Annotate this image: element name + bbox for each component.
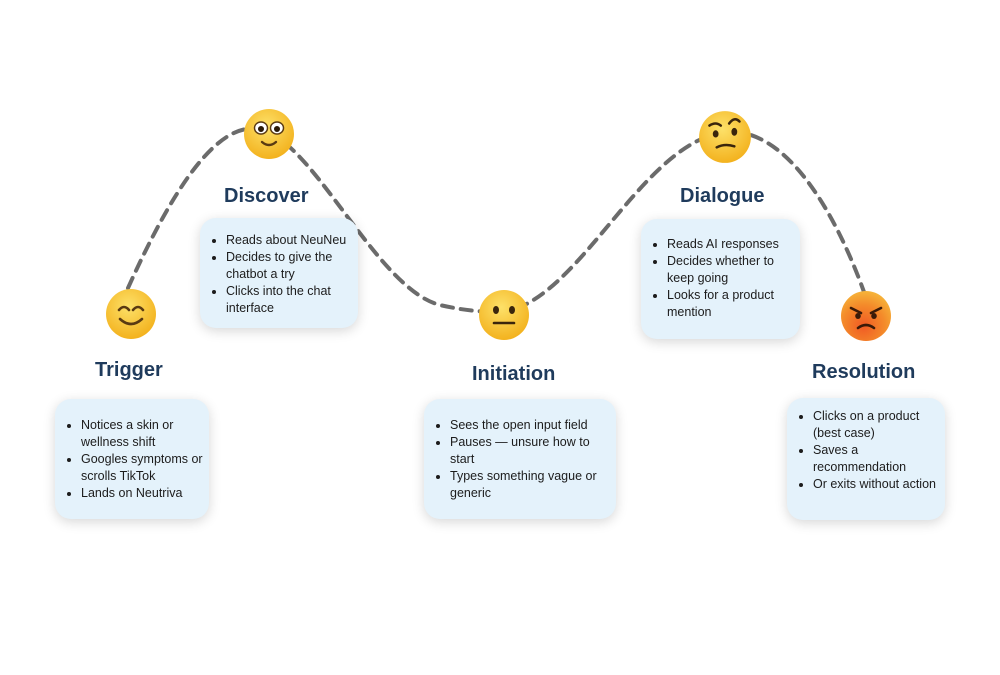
stage-title-dialogue: Dialogue — [680, 185, 765, 207]
list-item: Clicks on a product (best case) — [813, 408, 945, 442]
angry-face-icon — [841, 291, 891, 341]
list-item: Notices a skin or wellness shift — [81, 417, 209, 451]
list-item: Sees the open input field — [450, 417, 616, 434]
stage-title-initiation: Initiation — [472, 363, 556, 385]
stage-card-initiation: Sees the open input field Pauses — unsur… — [424, 399, 616, 519]
raised-eyebrow-face-icon — [699, 111, 751, 163]
smiling-face-icon — [106, 289, 156, 339]
list-item: Clicks into the chat interface — [226, 283, 358, 317]
stage-bullet-list: Clicks on a product (best case) Saves a … — [787, 408, 945, 493]
stage-card-resolution: Clicks on a product (best case) Saves a … — [787, 398, 945, 520]
stage-bullet-list: Notices a skin or wellness shift Googles… — [55, 417, 209, 502]
stage-bullet-list: Reads AI responses Decides whether to ke… — [641, 236, 800, 321]
stage-bullet-list: Sees the open input field Pauses — unsur… — [424, 417, 616, 502]
stage-title-trigger: Trigger — [95, 359, 163, 381]
list-item: Reads about NeuNeu — [226, 232, 358, 249]
list-item: Reads AI responses — [667, 236, 800, 253]
stage-card-dialogue: Reads AI responses Decides whether to ke… — [641, 219, 800, 339]
stage-title-resolution: Resolution — [812, 361, 916, 383]
neutral-face-icon — [479, 290, 529, 340]
list-item: Decides whether to keep going — [667, 253, 800, 287]
curious-wide-eyes-face-icon — [244, 109, 294, 159]
stage-card-trigger: Notices a skin or wellness shift Googles… — [55, 399, 209, 519]
list-item: Googles symptoms or scrolls TikTok — [81, 451, 209, 485]
list-item: Pauses — unsure how to start — [450, 434, 616, 468]
stage-bullet-list: Reads about NeuNeu Decides to give the c… — [200, 232, 358, 317]
list-item: Or exits without action — [813, 476, 945, 493]
list-item: Types something vague or generic — [450, 468, 616, 502]
stage-card-discover: Reads about NeuNeu Decides to give the c… — [200, 218, 358, 328]
stage-title-discover: Discover — [224, 185, 309, 207]
list-item: Lands on Neutriva — [81, 485, 209, 502]
list-item: Decides to give the chatbot a try — [226, 249, 358, 283]
list-item: Saves a recommendation — [813, 442, 945, 476]
list-item: Looks for a product mention — [667, 287, 800, 321]
